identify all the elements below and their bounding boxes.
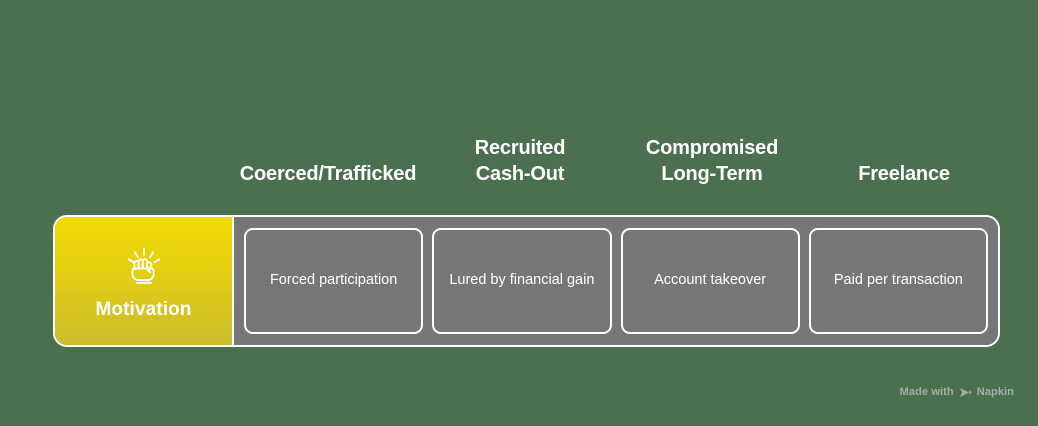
column-header-recruited-cash-out: Recruited Cash-Out <box>424 135 616 188</box>
column-header-line: Coerced/Trafficked <box>239 163 417 186</box>
watermark-brand: Napkin <box>976 386 1014 398</box>
diagram-row-container: Motivation Forced participation Lured by… <box>53 215 1000 347</box>
row-label-panel-motivation: Motivation <box>55 217 234 345</box>
card-freelance[interactable]: Paid per transaction <box>808 228 988 334</box>
card-text: Paid per transaction <box>833 272 963 289</box>
column-header-line: Cash-Out <box>475 163 565 186</box>
column-header-freelance: Freelance <box>808 161 1000 188</box>
column-header-line: Recruited <box>474 136 566 159</box>
column-header-line: Freelance <box>858 163 950 186</box>
column-header-line: Long-Term <box>661 163 763 186</box>
card-text: Account takeover <box>654 272 767 289</box>
column-headers: Coerced/Trafficked Recruited Cash-Out Co… <box>232 120 1000 188</box>
card-text: Forced participation <box>269 272 398 289</box>
row-label-text: Motivation <box>95 299 192 320</box>
watermark: Made with Napkin <box>900 386 1014 398</box>
card-text: Lured by financial gain <box>449 272 595 289</box>
card-compromised-long-term[interactable]: Account takeover <box>620 228 800 334</box>
column-header-coerced-trafficked: Coerced/Trafficked <box>232 161 424 188</box>
column-header-line: Compromised <box>645 136 779 159</box>
napkin-play-icon <box>959 387 972 398</box>
cards-strip: Forced participation Lured by financial … <box>234 217 998 345</box>
card-coerced-trafficked[interactable]: Forced participation <box>244 228 424 334</box>
watermark-prefix: Made with <box>899 386 954 398</box>
raised-fist-icon <box>118 241 170 293</box>
column-header-compromised-long-term: Compromised Long-Term <box>616 135 808 188</box>
card-recruited-cash-out[interactable]: Lured by financial gain <box>432 228 612 334</box>
